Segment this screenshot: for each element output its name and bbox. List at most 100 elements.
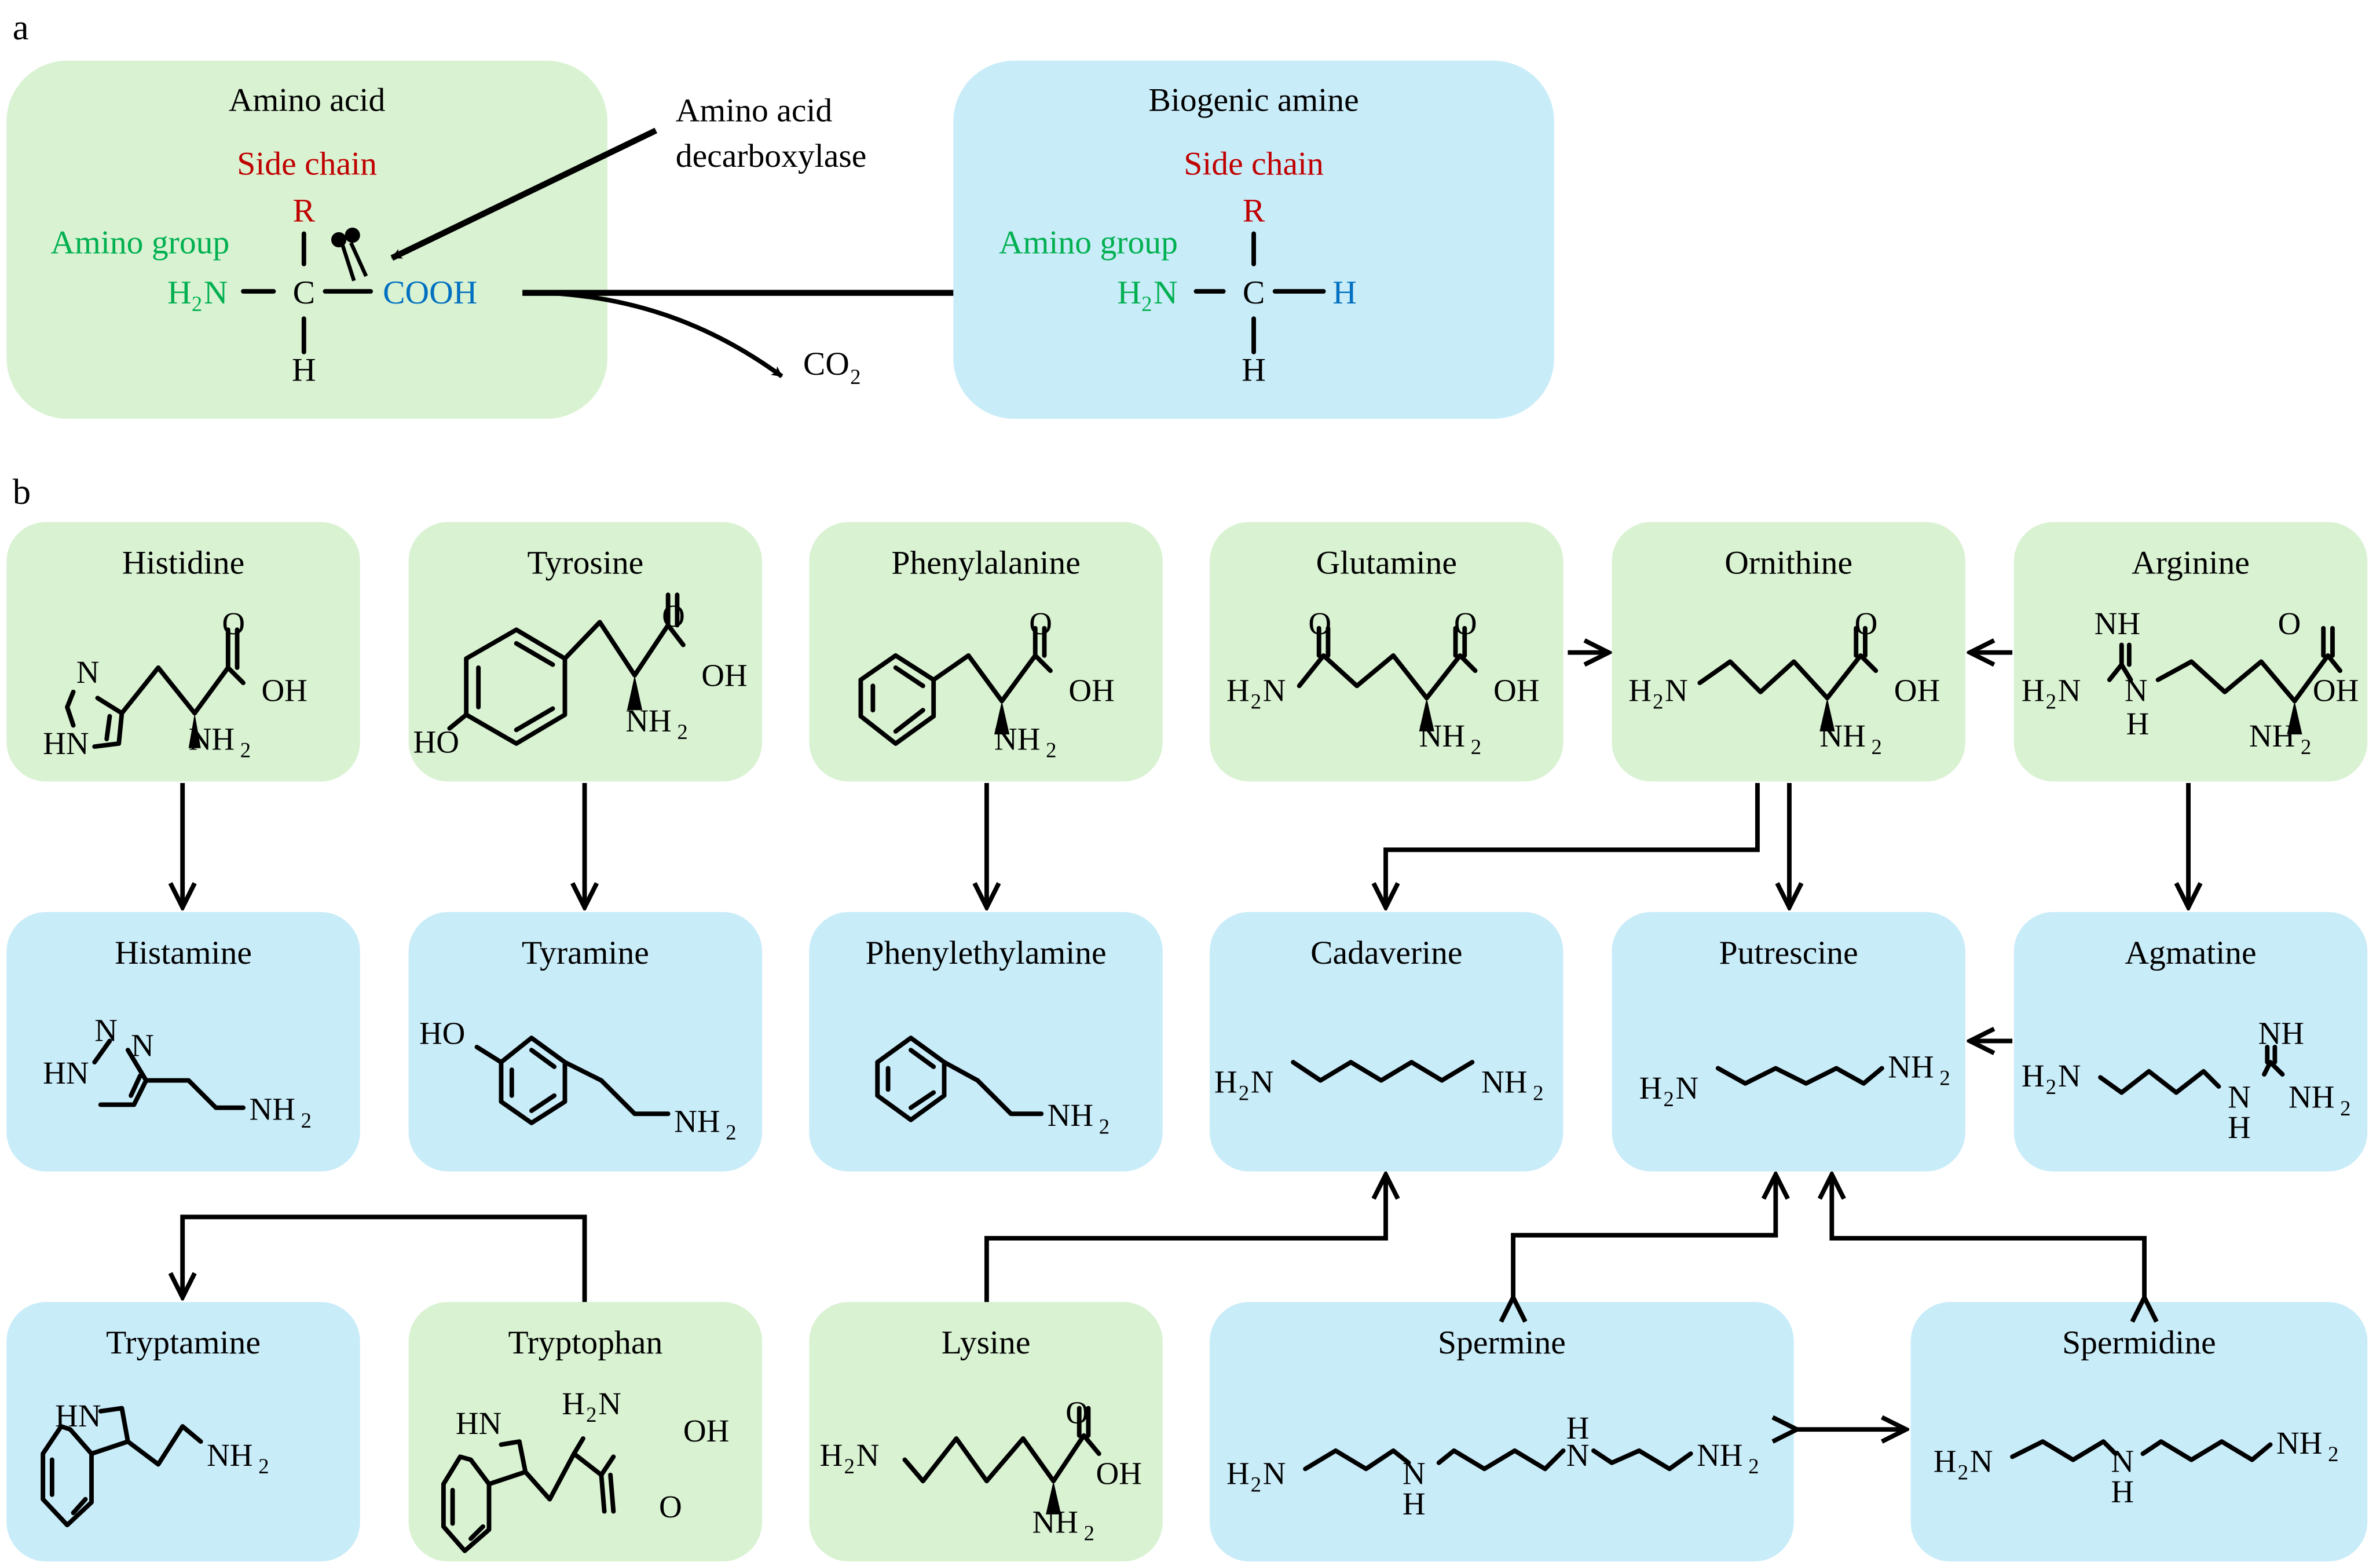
atom-subscript: 2 <box>2301 735 2311 759</box>
atom-subscript: 2 <box>726 1121 736 1144</box>
arrow-ornithine-to-cadaverine <box>1386 783 1760 908</box>
atom-subscript: 2 <box>1084 1521 1094 1545</box>
tyramine-box-background <box>408 912 763 1172</box>
atom-label: OH <box>1493 673 1539 708</box>
alpha-carbon: C <box>1243 275 1265 311</box>
atom-subscript: 2 <box>1871 735 1881 759</box>
atom-label: NH <box>189 721 235 756</box>
atom-subscript: 2 <box>2046 690 2056 714</box>
atom-label: O <box>662 598 685 634</box>
glutamine-box-background <box>1210 522 1564 782</box>
tyrosine-label: Tyrosine <box>527 544 643 581</box>
atom-label: OH <box>683 1413 729 1448</box>
atom-label: NH <box>250 1092 295 1127</box>
atom-label: N <box>2058 1058 2081 1093</box>
amino-acid-box-background <box>6 60 607 419</box>
atom-label: NH <box>2276 1425 2322 1461</box>
panel-b-label: b <box>13 471 31 512</box>
scissors-icon <box>331 228 368 281</box>
atom-label: H <box>2022 673 2045 708</box>
side-chain-label: Side chain <box>1184 145 1324 182</box>
co2-release-arrow <box>546 290 783 378</box>
lysine-label: Lysine <box>942 1324 1031 1361</box>
ornithine-box-background <box>1612 522 1965 782</box>
enzyme-label-line1: Amino acid <box>676 93 833 129</box>
phenylethylamine-structure: NH 2 <box>875 1036 1110 1138</box>
atom-label: N <box>1970 1444 1993 1479</box>
atom-label: N <box>1251 1064 1274 1100</box>
agmatine-label: Agmatine <box>2125 935 2256 971</box>
atom-label: O <box>1065 1395 1089 1430</box>
hydrogen-atom: H <box>292 352 316 389</box>
ornithine-box: Ornithine <box>1612 522 1965 782</box>
atom-label: N <box>856 1437 880 1473</box>
histamine-structure: N N HN NH 2 <box>43 1012 312 1132</box>
cadaverine-structure: H 2 N NH 2 <box>1214 1060 1543 1105</box>
glutamine-box: Glutamine <box>1210 522 1564 782</box>
hydrogen-atom: H <box>1242 352 1266 389</box>
atom-label: NH <box>625 703 671 738</box>
arrow-spermine-to-putrescine <box>1513 1174 1775 1297</box>
atom-label: O <box>1855 606 1878 641</box>
tyramine-label: Tyramine <box>522 935 649 971</box>
atom-label: O <box>1454 606 1477 641</box>
atom-label: O <box>222 606 245 641</box>
biogenic-amine-title: Biogenic amine <box>1148 82 1359 118</box>
tyrosine-box-background <box>408 522 763 782</box>
atom-label: NH <box>994 721 1040 756</box>
atom-label: N <box>1403 1456 1426 1491</box>
h2n-n: N <box>1154 275 1178 311</box>
atom-label: NH <box>1032 1504 1078 1539</box>
enzyme-label-line2: decarboxylase <box>676 138 867 174</box>
arginine-box: Arginine <box>2013 522 2368 782</box>
atom-label: NH <box>2095 606 2140 641</box>
spermidine-label: Spermidine <box>2062 1324 2216 1361</box>
biogenic-amine-box: Biogenic amine Side chain R Amino group … <box>953 60 1554 419</box>
atom-subscript: 2 <box>844 1454 855 1478</box>
atom-label: NH <box>1819 718 1865 753</box>
atom-label: NH <box>1888 1049 1934 1084</box>
atom-label: N <box>1263 673 1286 708</box>
atom-subscript: 2 <box>677 720 687 744</box>
agmatine-box: Agmatine <box>2013 912 2368 1172</box>
atom-label: HN <box>456 1406 501 1441</box>
spermine-box-background <box>1210 1302 1794 1562</box>
lysine-box: Lysine <box>809 1302 1163 1562</box>
atom-label: HO <box>413 725 459 760</box>
glutamine-label: Glutamine <box>1316 544 1457 581</box>
atom-label: N <box>2125 673 2148 708</box>
atom-label: OH <box>2313 673 2359 708</box>
atom-label: OH <box>1894 673 1940 708</box>
tryptamine-box-background <box>6 1302 360 1562</box>
spermine-label: Spermine <box>1438 1324 1566 1361</box>
atom-label: N <box>94 1012 118 1048</box>
h2n-sub: 2 <box>192 292 202 316</box>
atom-label: H <box>2022 1058 2045 1093</box>
amine-h2n: H 2 N <box>1117 275 1178 316</box>
atom-label: O <box>1308 606 1331 641</box>
phenylalanine-label: Phenylalanine <box>891 544 1080 581</box>
arrow-spermidine-to-putrescine <box>1832 1174 2144 1297</box>
atom-label: N <box>598 1386 621 1421</box>
atom-subscript: 2 <box>2340 1096 2350 1120</box>
carboxyl-group: COOH <box>383 275 477 311</box>
atom-label: HN <box>43 726 89 761</box>
co2-sub: 2 <box>850 365 861 389</box>
histamine-box: Histamine <box>6 912 360 1172</box>
atom-subscript: 2 <box>2328 1442 2338 1466</box>
atom-label: NH <box>1697 1437 1742 1473</box>
atom-label: H <box>2111 1474 2134 1509</box>
panel-a-label: a <box>13 7 29 47</box>
putrescine-box-background <box>1612 912 1965 1172</box>
atom-label: NH <box>1419 718 1465 753</box>
atom-subscript: 2 <box>1939 1066 1950 1089</box>
atom-label: N <box>1665 673 1688 708</box>
h2n-h: H <box>1117 275 1141 311</box>
tyrosine-box: Tyrosine <box>408 522 763 782</box>
amino-acid-title: Amino acid <box>229 82 386 118</box>
atom-label: H <box>562 1386 585 1421</box>
atom-subscript: 2 <box>1251 690 1261 714</box>
atom-subscript: 2 <box>258 1454 269 1478</box>
